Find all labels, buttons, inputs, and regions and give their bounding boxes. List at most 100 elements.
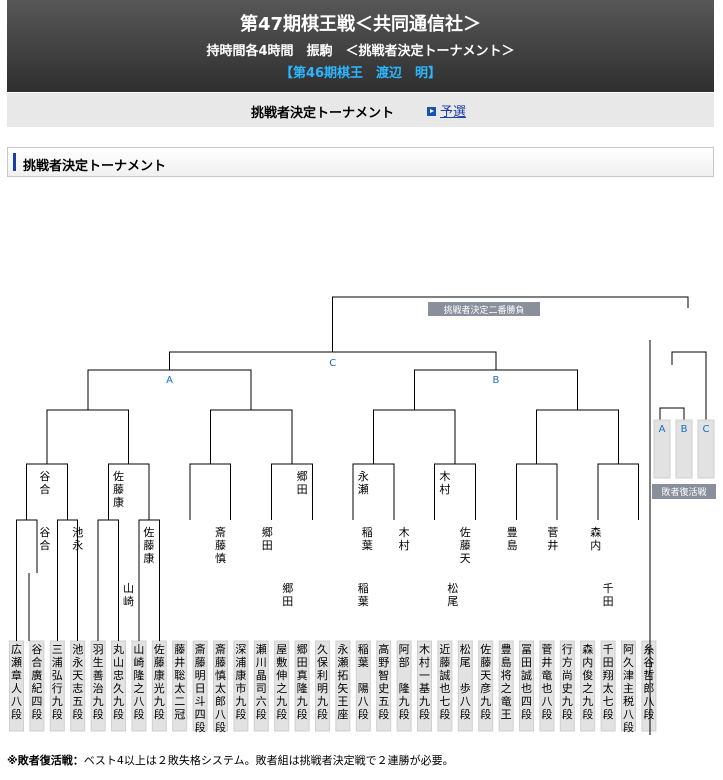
player-name: 郷田真隆九段: [297, 642, 308, 721]
player-name: 千田翔太七段: [603, 643, 614, 721]
player-name: 池永天志五段: [72, 643, 83, 721]
current-tab-label: 挑戦者決定トーナメント: [251, 106, 395, 121]
bracket-label-a: A: [166, 375, 173, 386]
player-box: [396, 640, 412, 732]
repechage-slot: [653, 419, 671, 479]
footnote-text: ベスト4以上は２敗失格システム。敗者組は挑戦者決定戦で２連勝が必要。: [83, 754, 454, 767]
player-name: 木村一基九段: [419, 643, 430, 721]
winner-name-round2: 池永: [72, 526, 83, 552]
player-box: [478, 640, 494, 732]
bracket-line: [352, 463, 395, 520]
player-name: 丸山忠久九段: [113, 643, 124, 721]
prelim-link[interactable]: 予選: [427, 101, 466, 120]
player-name: 糸谷哲郎八段: [643, 643, 654, 721]
winner-name-round1: 郷田: [282, 581, 293, 608]
player-name: 広瀬章人八段: [11, 643, 22, 721]
bracket-line: [271, 463, 313, 520]
prelim-link-label: 予選: [440, 105, 467, 120]
bracket-line: [597, 463, 640, 520]
section-accent-bar: [13, 153, 16, 171]
player-box: [559, 640, 575, 732]
player-box: [90, 640, 106, 732]
player-box: [70, 640, 86, 732]
winner-name-round1: 千田: [603, 582, 614, 608]
player-name: 行方尚史九段: [562, 643, 573, 721]
player-box: [457, 640, 473, 732]
winner-name-round2: 森内: [590, 525, 601, 552]
player-box: [294, 640, 310, 732]
player-name: 瀬川晶司六段: [256, 642, 267, 721]
bracket-line: [189, 463, 232, 520]
player-name: 高野智史五段: [378, 642, 389, 721]
player-box: [151, 640, 167, 732]
player-box: [417, 640, 432, 732]
player-box: [539, 640, 555, 732]
player-name: 永瀬拓矢王座: [337, 642, 348, 721]
player-box: [641, 640, 657, 732]
winner-name-round1: 山崎: [123, 582, 134, 608]
winner-name-round2: 木村: [399, 526, 410, 552]
player-name: 森内俊之九段: [582, 642, 593, 721]
winner-name-round2: 菅井: [547, 526, 558, 552]
winner-name-round2: 郷田: [262, 525, 273, 552]
player-name: 阿部 隆九段: [399, 643, 410, 721]
winner-name-round2: 佐藤康: [143, 525, 154, 565]
player-box: [111, 640, 126, 732]
player-name: 稲葉 陽八段: [358, 643, 369, 721]
winner-name-round3: 郷田: [297, 469, 308, 496]
player-name: 久保利明九段: [317, 643, 328, 721]
winner-name-round3: 永瀬: [358, 469, 369, 496]
bracket-line: [413, 369, 578, 410]
repechage-slot: [697, 419, 715, 479]
winner-name-round2: 佐藤天: [460, 525, 471, 565]
player-name: 屋敷伸之九段: [276, 643, 287, 721]
player-box: [29, 640, 45, 732]
player-box: [519, 640, 534, 732]
winner-name-round2: 斎藤慎: [215, 525, 226, 565]
player-name: 松尾 歩八段: [460, 642, 471, 721]
bracket-label-b: B: [492, 375, 499, 386]
player-box: [131, 640, 147, 732]
player-name: 三浦弘行九段: [52, 643, 63, 721]
final-caption-box: [428, 302, 540, 316]
player-box: [315, 640, 330, 732]
player-box: [49, 640, 65, 732]
player-box: [192, 640, 208, 732]
player-name: 深浦康市九段: [235, 643, 246, 721]
footnote: ※敗者復活戦：ベスト4以上は２敗失格システム。敗者組は挑戦者決定戦で２連勝が必要…: [7, 752, 454, 768]
bracket-line: [26, 463, 68, 520]
bracket-line: [16, 519, 38, 641]
page-title: 第47期棋王戦＜共同通信社＞: [239, 14, 482, 35]
player-box: [437, 640, 453, 732]
bracket-line: [659, 407, 685, 420]
player-name: 谷合廣紀四段: [31, 643, 42, 721]
player-box: [9, 640, 24, 732]
player-name: 斎藤慎太郎八段: [215, 642, 226, 734]
player-box: [172, 640, 188, 732]
bracket-line: [138, 519, 160, 641]
bracket-line: [56, 519, 79, 641]
winner-name-round1: 稲葉: [358, 582, 369, 608]
winner-name-round3: 木村: [439, 470, 450, 496]
winner-name-round3: 谷合: [39, 470, 50, 496]
bracket-line: [536, 409, 619, 464]
player-name: 菅井竜也八段: [541, 643, 552, 721]
bracket-line: [107, 463, 150, 520]
final-caption: 挑戦者決定二番勝負: [443, 304, 524, 316]
repechage-slot-label: A: [659, 424, 666, 435]
bracket-line: [87, 369, 252, 410]
player-name: 冨田誠也四段: [521, 643, 532, 721]
player-box: [376, 640, 392, 732]
bracket-line: [515, 463, 558, 520]
player-name: 近藤誠也七段: [439, 643, 450, 721]
player-box: [621, 640, 636, 732]
player-name: 豊島将之竜王: [501, 643, 512, 721]
player-name: 佐藤康光九段: [154, 642, 165, 721]
bracket-line: [434, 463, 476, 520]
winner-name-round2: 谷合: [39, 526, 50, 552]
repechage-caption-box: [652, 484, 716, 499]
player-box: [580, 640, 596, 732]
bracket-line: [332, 296, 689, 352]
player-box: [213, 640, 228, 732]
bracket-line: [209, 409, 293, 464]
